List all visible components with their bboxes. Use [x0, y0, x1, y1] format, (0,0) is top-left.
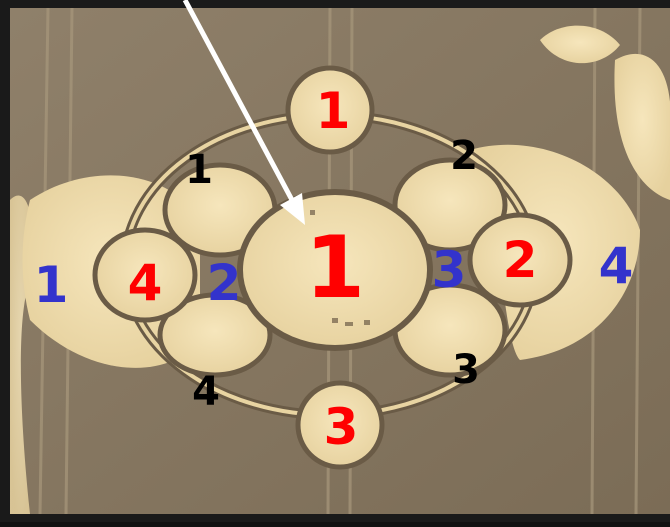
label-black-bottom-right: 3: [452, 350, 480, 390]
label-blue-left: 1: [34, 260, 69, 310]
label-red-right: 2: [503, 235, 538, 285]
label-blue-inner-right: 3: [432, 245, 467, 295]
label-blue-inner-left: 2: [207, 258, 242, 308]
label-red-left: 4: [128, 258, 163, 308]
label-black-top-left: 1: [185, 150, 213, 190]
label-black-bottom-left: 4: [192, 372, 220, 412]
label-red-center: 1: [305, 225, 365, 311]
label-blue-right: 4: [599, 241, 634, 291]
label-red-top: 1: [316, 86, 351, 136]
label-red-bottom: 3: [324, 402, 359, 452]
label-black-top-right: 2: [450, 136, 478, 176]
